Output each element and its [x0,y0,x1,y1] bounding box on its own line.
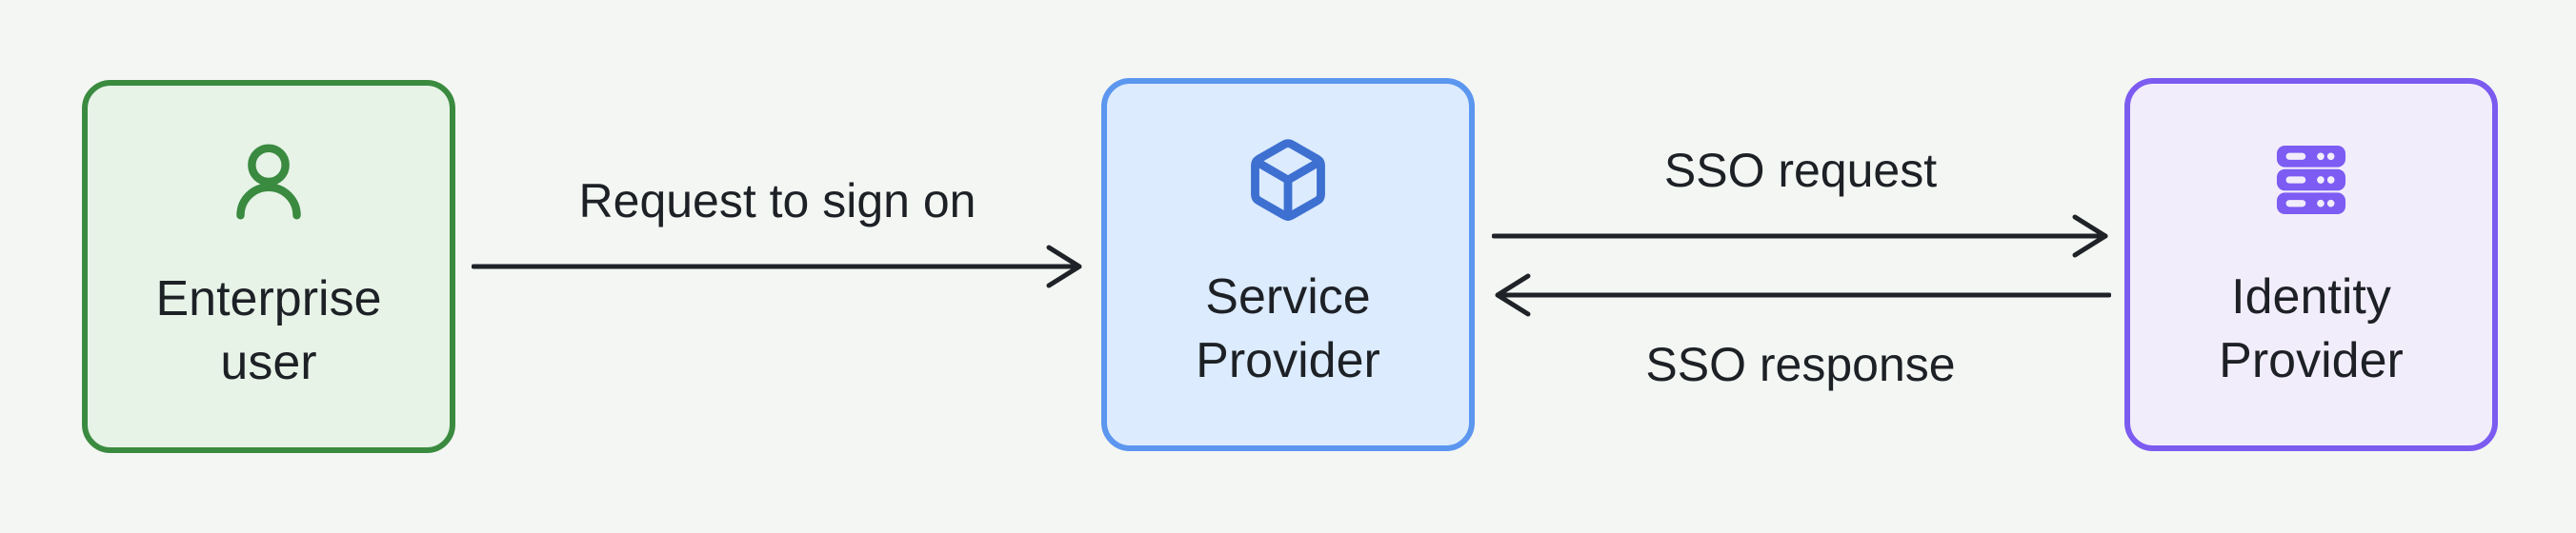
edge-label-sso-request: SSO request [1663,144,1938,197]
edge-label-sso-response: SSO response [1645,338,1956,391]
arrow-left-icon [1495,273,2111,317]
cube-icon [1244,136,1332,224]
server-stack-icon [2267,136,2355,224]
node-label: Service Provider [1196,269,1380,388]
arrow-right-icon [1492,214,2108,258]
edge-label-request-to-sign-on: Request to sign on [578,174,976,227]
node-label: Enterprise user [155,271,382,390]
node-enterprise-user: Enterprise user [82,80,455,453]
user-icon [225,138,312,226]
node-identity-provider: Identity Provider [2124,78,2498,451]
arrow-right-icon [472,245,1082,288]
node-label: Identity Provider [2219,269,2404,388]
node-service-provider: Service Provider [1101,78,1475,451]
